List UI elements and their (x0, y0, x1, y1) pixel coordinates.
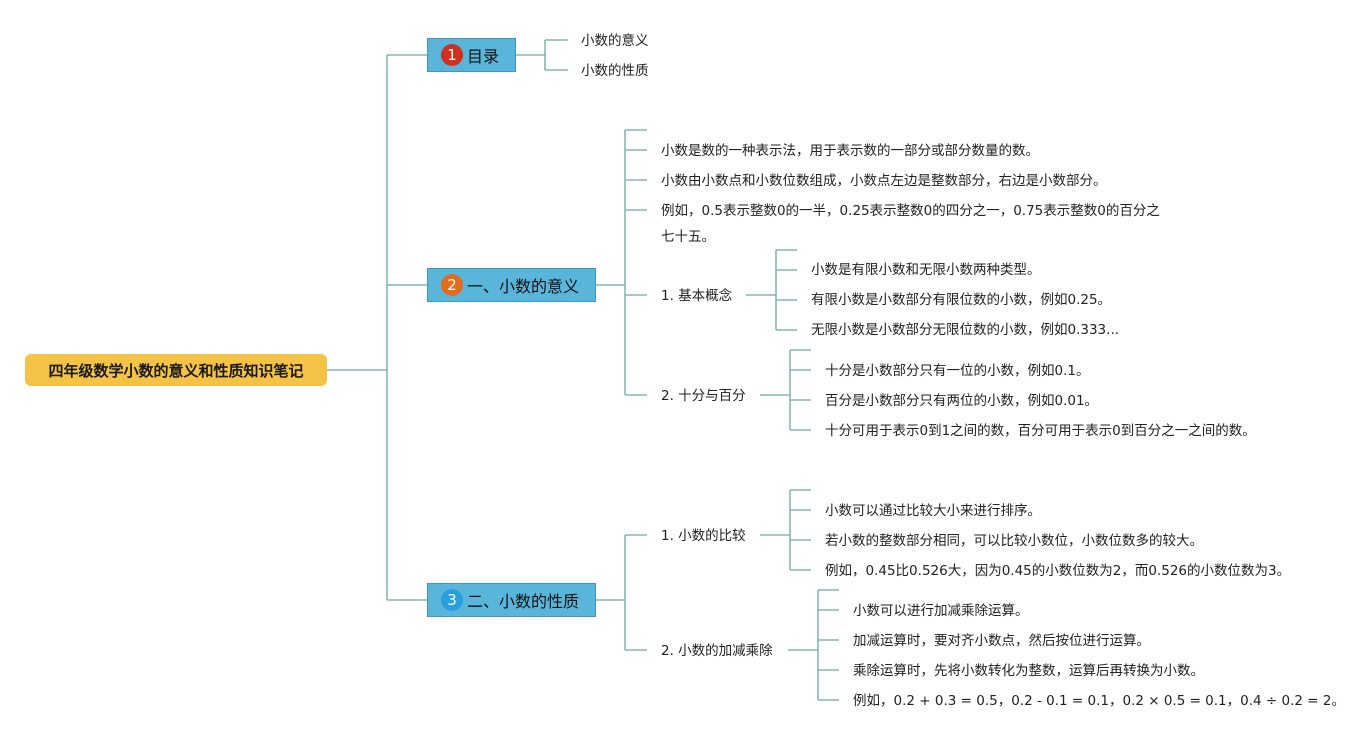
branch-label: 二、小数的性质 (467, 592, 580, 611)
topic-item[interactable]: 小数的性质 (581, 63, 649, 79)
topic-item[interactable]: 乘除运算时，先将小数转化为整数，运算后再转换为小数。 (853, 663, 1204, 679)
subtopic-arithmetic[interactable]: 2. 小数的加减乘除 (661, 643, 773, 659)
topic-item[interactable]: 有限小数是小数部分有限位数的小数，例如0.25。 (811, 292, 1112, 308)
topic-item[interactable]: 小数是有限小数和无限小数两种类型。 (811, 262, 1041, 278)
topic-item[interactable]: 若小数的整数部分相同，可以比较小数位，小数位数多的较大。 (825, 533, 1203, 549)
subtopic-comparison[interactable]: 1. 小数的比较 (661, 528, 746, 544)
topic-item[interactable]: 百分是小数部分只有两位的小数，例如0.01。 (825, 393, 1099, 409)
root-topic[interactable]: 四年级数学小数的意义和性质知识笔记 (25, 354, 327, 386)
topic-item[interactable]: 加减运算时，要对齐小数点，然后按位进行运算。 (853, 633, 1150, 649)
branch-label: 目录 (467, 47, 500, 66)
topic-item[interactable]: 例如，0.45比0.526大，因为0.45的小数位数为2，而0.526的小数位数… (825, 563, 1291, 579)
topic-item[interactable]: 小数是数的一种表示法，用于表示数的一部分或部分数量的数。 (661, 143, 1039, 159)
topic-item[interactable]: 十分可用于表示0到1之间的数，百分可用于表示0到百分之一之间的数。 (825, 423, 1256, 439)
topic-item[interactable]: 小数由小数点和小数位数组成，小数点左边是整数部分，右边是小数部分。 (661, 173, 1107, 189)
branch-meaning[interactable]: 2 一、小数的意义 (427, 268, 596, 302)
topic-item[interactable]: 小数可以通过比较大小来进行排序。 (825, 503, 1041, 519)
number-badge: 1 (441, 44, 463, 66)
branch-label: 一、小数的意义 (467, 277, 580, 296)
topic-item[interactable]: 十分是小数部分只有一位的小数，例如0.1。 (825, 363, 1090, 379)
number-badge: 3 (441, 589, 463, 611)
topic-item[interactable]: 例如，0.5表示整数0的一半，0.25表示整数0的四分之一，0.75表示整数0的… (661, 203, 1160, 245)
branch-properties[interactable]: 3 二、小数的性质 (427, 583, 596, 617)
topic-item[interactable]: 无限小数是小数部分无限位数的小数，例如0.333... (811, 322, 1120, 338)
root-title: 四年级数学小数的意义和性质知识笔记 (48, 361, 304, 380)
branch-toc[interactable]: 1 目录 (427, 38, 516, 72)
subtopic-tenths-hundredths[interactable]: 2. 十分与百分 (661, 388, 746, 404)
topic-item[interactable]: 小数的意义 (581, 33, 649, 49)
topic-item[interactable]: 例如，0.2 + 0.3 = 0.5，0.2 - 0.1 = 0.1，0.2 ×… (853, 693, 1345, 709)
subtopic-basic-concept[interactable]: 1. 基本概念 (661, 288, 733, 304)
number-badge: 2 (441, 274, 463, 296)
topic-item[interactable]: 小数可以进行加减乘除运算。 (853, 603, 1029, 619)
